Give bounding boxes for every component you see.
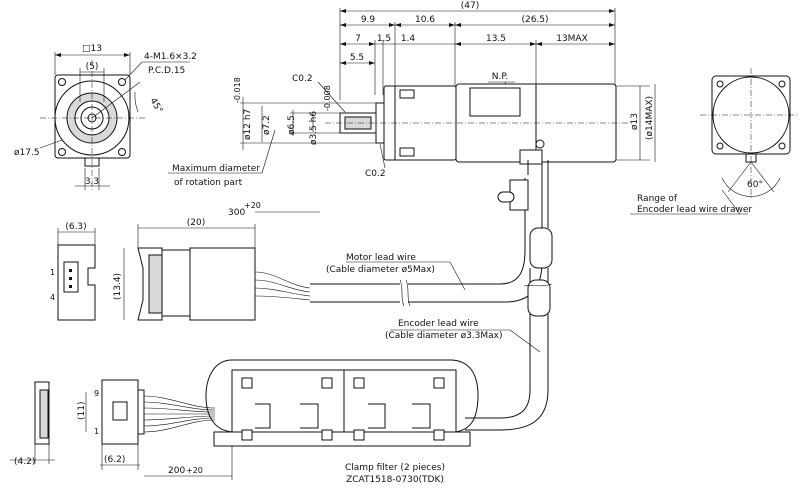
encoder-connector: (4.2) (11) 9 1 (6.2) 200 +20 [10,379,233,480]
clamp-filters: Clamp filter (2 pieces) ZCAT1518-0730(TD… [205,359,479,485]
motor-connector: (6.3) 1 4 (20) (13.4) 300 +20 [50,201,320,321]
side-view: C0.2 C0.2 ø12 h7 -0.018 ø7.2 ø6.5 ø3.5 h… [233,74,656,179]
motor-connector-length: (20) [187,218,205,228]
motor-connector-pin1: 1 [50,268,55,277]
dim-13-5: 13.5 [486,34,506,44]
rear-view: 60° Range of Encoder lead wire drawer [630,68,798,215]
dim-overall: (47) [461,1,479,11]
shaft-diameter: ø3.5 h6 [309,111,319,145]
front-pcd: P.C.D.15 [148,66,185,76]
dim-13max: 13MAX [556,34,588,44]
encoder-cable-length: 200 [168,466,185,476]
motor-lead-wire: Motor lead wire (Cable diameter ø5Max) [310,164,553,307]
motor-connector-width: (6.3) [65,222,86,232]
front-screw-spec: 4-M1.6×3.2 [144,52,197,62]
dim-5-5: 5.5 [350,53,364,63]
dim-1-4: 1.4 [401,34,416,44]
motor-diameter: ø13 [630,113,640,130]
nameplate-label: N.P. [492,72,508,82]
front-inner: (5) [86,62,99,72]
front-width: □13 [82,44,102,54]
rear-angle: 60° [747,180,763,190]
shaft-flat-diameter: ø6.5 [287,115,297,135]
max-rotation-note: Maximum diameter of rotation part [168,129,276,188]
encoder-connector-pin9: 9 [94,389,99,398]
encoder-lead-wire: Encoder lead wire (Cable diameter ø3.3Ma… [385,160,553,431]
front-view: □13 (5) 4-M1.6×3.2 P.C.D.15 45° ø17.5 3.… [14,44,197,190]
top-dimension-chain: (47) 9.9 10.6 (26.5) 7 1.5 1.4 13.5 13MA… [339,1,616,100]
max-rotation-line2: of rotation part [174,178,243,188]
clamp-filter-label: Clamp filter (2 pieces) [345,463,445,473]
motor-connector-pin4: 4 [50,293,55,302]
range-line1: Range of [637,194,678,204]
encoder-cable-tolerance: +20 [186,466,203,475]
motor-cable-tolerance: +20 [244,201,261,210]
encoder-lead-cable: (Cable diameter ø3.3Max) [385,331,503,341]
dim-9-9: 9.9 [361,15,376,25]
chamfer-top: C0.2 [292,74,313,84]
dim-7: 7 [355,34,361,44]
encoder-lead-label: Encoder lead wire [398,319,479,329]
encoder-connector-pin1: 1 [94,427,99,436]
chamfer-bottom: C0.2 [365,169,386,179]
max-rotation-line1: Maximum diameter [172,164,260,174]
motor-lead-label: Motor lead wire [346,253,416,263]
dim-26-5: (26.5) [521,15,548,25]
range-line2: Encoder lead wire drawer [637,205,752,215]
clamp-filter-part: ZCAT1518-0730(TDK) [346,475,444,485]
dim-10-6: 10.6 [415,15,435,25]
motor-cable-length: 300 [228,208,245,218]
motor-lead-cable: (Cable diameter ø5Max) [326,265,435,275]
motor-connector-height: (13.4) [113,273,123,300]
encoder-connector-height: (11) [77,402,87,420]
shaft-tolerance: -0.008 [323,85,332,111]
encoder-connector-width: (6.2) [104,455,125,465]
pilot-tolerance: -0.018 [233,77,242,103]
motor-max-diameter: (ø14MAX) [645,96,655,140]
front-angle: 45° [147,97,164,116]
front-diameter: ø17.5 [14,148,40,158]
front-key-width: 3.3 [85,177,99,187]
boss-diameter: ø7.2 [262,115,272,135]
encoder-connector-depth: (4.2) [14,457,35,467]
pilot-diameter: ø12 h7 [243,109,253,140]
dim-1-5: 1.5 [377,34,391,44]
